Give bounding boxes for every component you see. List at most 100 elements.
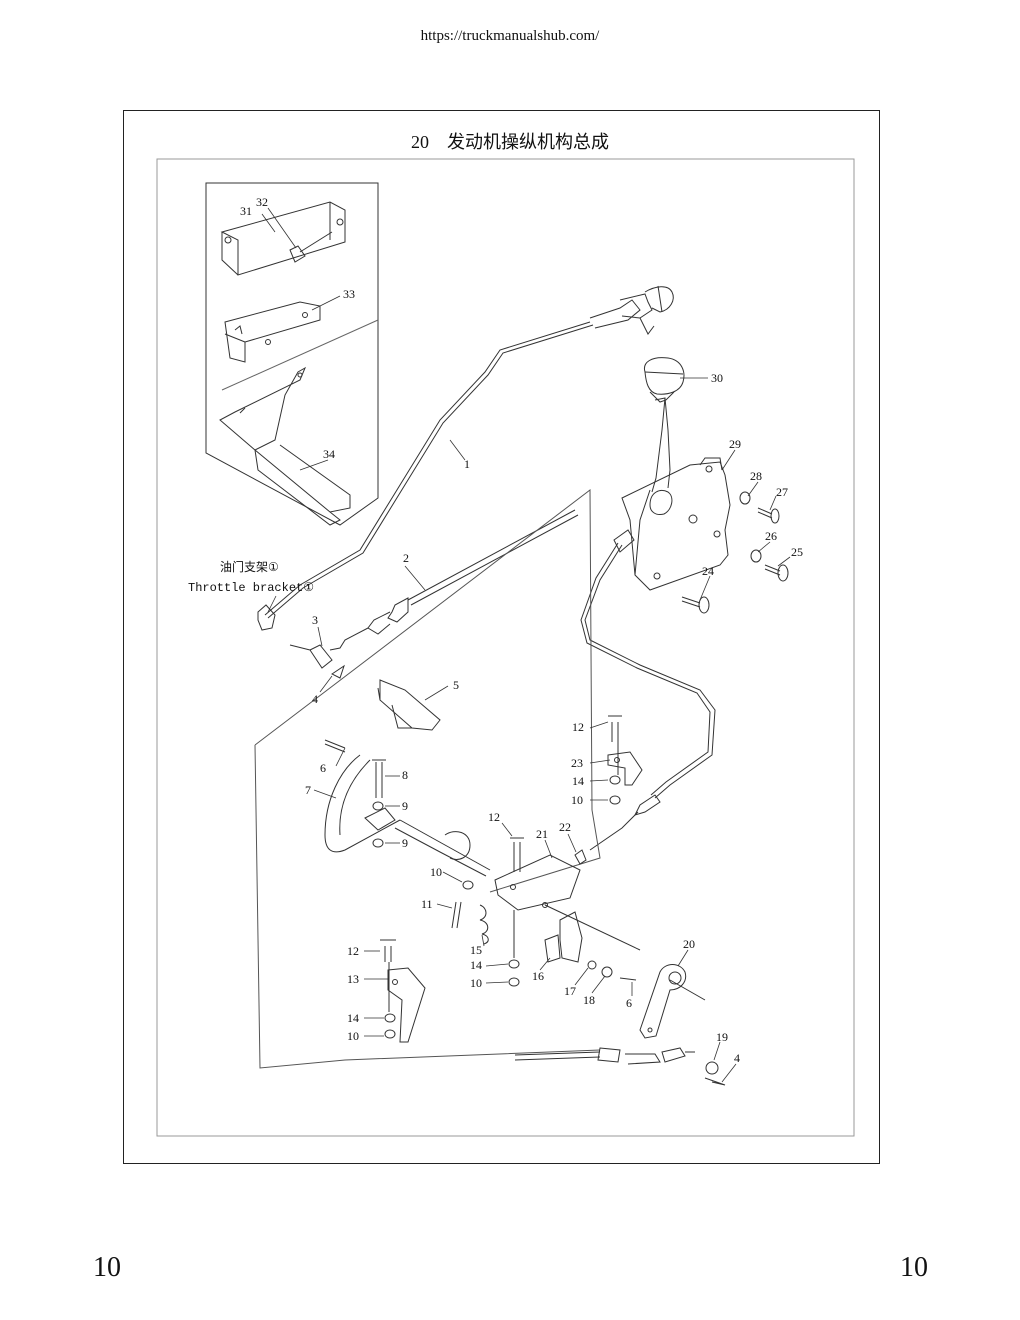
callout-30: 30 [711,371,723,385]
part-16-lever [544,911,583,963]
callout-34: 34 [323,447,335,461]
callout-15: 15 [470,943,482,957]
part-5-pedal [377,679,441,731]
part-22-nut [574,849,587,865]
part-30-knob [643,357,685,403]
bracket-label-en: Throttle bracket① [188,581,314,595]
part-21-bracket [494,854,581,911]
part-17-washer [587,960,597,970]
part-14-washer-left [384,1013,396,1023]
callout-6-upper: 6 [320,761,326,775]
part-12-bolt-left [380,939,396,962]
callout-14-mid: 14 [470,958,482,972]
callout-1: 1 [464,457,470,471]
shaft-line-2 [669,979,706,1001]
part-10-nut-right [609,795,621,805]
bracket-label-cn: 油门支架① [220,559,279,574]
part-4-cotter-lower [704,1077,726,1086]
part-34-bracket [219,366,351,526]
inner-frame [156,158,855,1137]
callout-21: 21 [536,827,548,841]
part-10-nut-mid [508,977,520,987]
part-12-bolt-mid [510,837,524,872]
part-10-nut-left [384,1029,396,1039]
page-title: 20 发动机操纵机构总成 [0,128,1020,154]
part-8-bolt [372,759,386,798]
callout-3: 3 [312,613,318,627]
callout-2: 2 [403,551,409,565]
callout-14-left: 14 [347,1011,359,1025]
leader-lines [261,207,791,1083]
callout-4-upper: 4 [312,692,318,706]
part-14-washer-right [609,775,621,785]
callout-5: 5 [453,678,459,692]
part-6-pin [324,739,346,753]
section-number: 20 [411,132,429,152]
callout-32: 32 [256,195,268,209]
part-1-cable [257,285,674,631]
part-6-pin-lower [619,977,637,981]
callout-4-lower: 4 [734,1051,740,1065]
callout-29: 29 [729,437,741,451]
callout-10-right: 10 [571,793,583,807]
section-title: 发动机操纵机构总成 [447,132,609,153]
callout-12-left: 12 [347,944,359,958]
part-15-spring [479,904,489,945]
part-12-bolt-right [608,715,622,742]
callout-22: 22 [559,820,571,834]
callout-12-right: 12 [572,720,584,734]
fasteners-upper-right [681,491,789,614]
callout-19: 19 [716,1030,728,1044]
callout-12-mid: 12 [488,810,500,824]
callout-25: 25 [791,545,803,559]
callout-9-upper: 9 [402,799,408,813]
callout-16: 16 [532,969,544,983]
callout-9-lower: 9 [402,836,408,850]
part-14-washer-mid [508,959,520,969]
callout-14-right: 14 [572,774,584,788]
callout-20: 20 [683,937,695,951]
part-19-washer [705,1061,719,1075]
callout-7: 7 [305,783,311,797]
callout-33: 33 [343,287,355,301]
callout-6-lower: 6 [626,996,632,1010]
callout-labels: 31 32 33 34 1 2 3 4 5 30 29 28 27 26 25 … [240,195,803,1065]
lower-cable [514,1047,695,1065]
page-number-right: 10 [900,1252,928,1283]
part-20-lever [639,964,687,1039]
detail-inset [205,182,379,526]
callout-28: 28 [750,469,762,483]
part-9-nut-lower [372,838,384,848]
part-10-washer [462,880,474,890]
callout-31: 31 [240,204,252,218]
shaft-line [544,904,641,951]
callout-18: 18 [583,993,595,1007]
callout-17: 17 [564,984,576,998]
part-18-nut [601,966,613,978]
diagram-frame [123,110,880,1164]
callout-10-mid-left: 10 [430,865,442,879]
part-29-bracket [621,397,731,591]
callout-11: 11 [421,897,433,911]
callout-13: 13 [347,972,359,986]
part-23-bracket [607,751,643,786]
part-33-bracket [221,301,379,391]
part-11-bolt [451,901,462,929]
part-7-pedal-arm [324,754,491,877]
callout-26: 26 [765,529,777,543]
callout-10-left: 10 [347,1029,359,1043]
part-9-nut-upper [372,801,384,811]
part-2-cable [289,509,579,669]
part-13-bracket [387,967,426,1043]
source-url[interactable]: https://truckmanualshub.com/ [420,28,600,44]
callout-8: 8 [402,768,408,782]
part-31-bracket [220,201,346,276]
callout-23: 23 [571,756,583,770]
callout-10-mid: 10 [470,976,482,990]
callout-24: 24 [702,564,714,578]
part-4-cotter [331,664,345,679]
page-number-left: 10 [93,1252,121,1283]
cable-lever [580,529,716,851]
callout-27: 27 [776,485,788,499]
